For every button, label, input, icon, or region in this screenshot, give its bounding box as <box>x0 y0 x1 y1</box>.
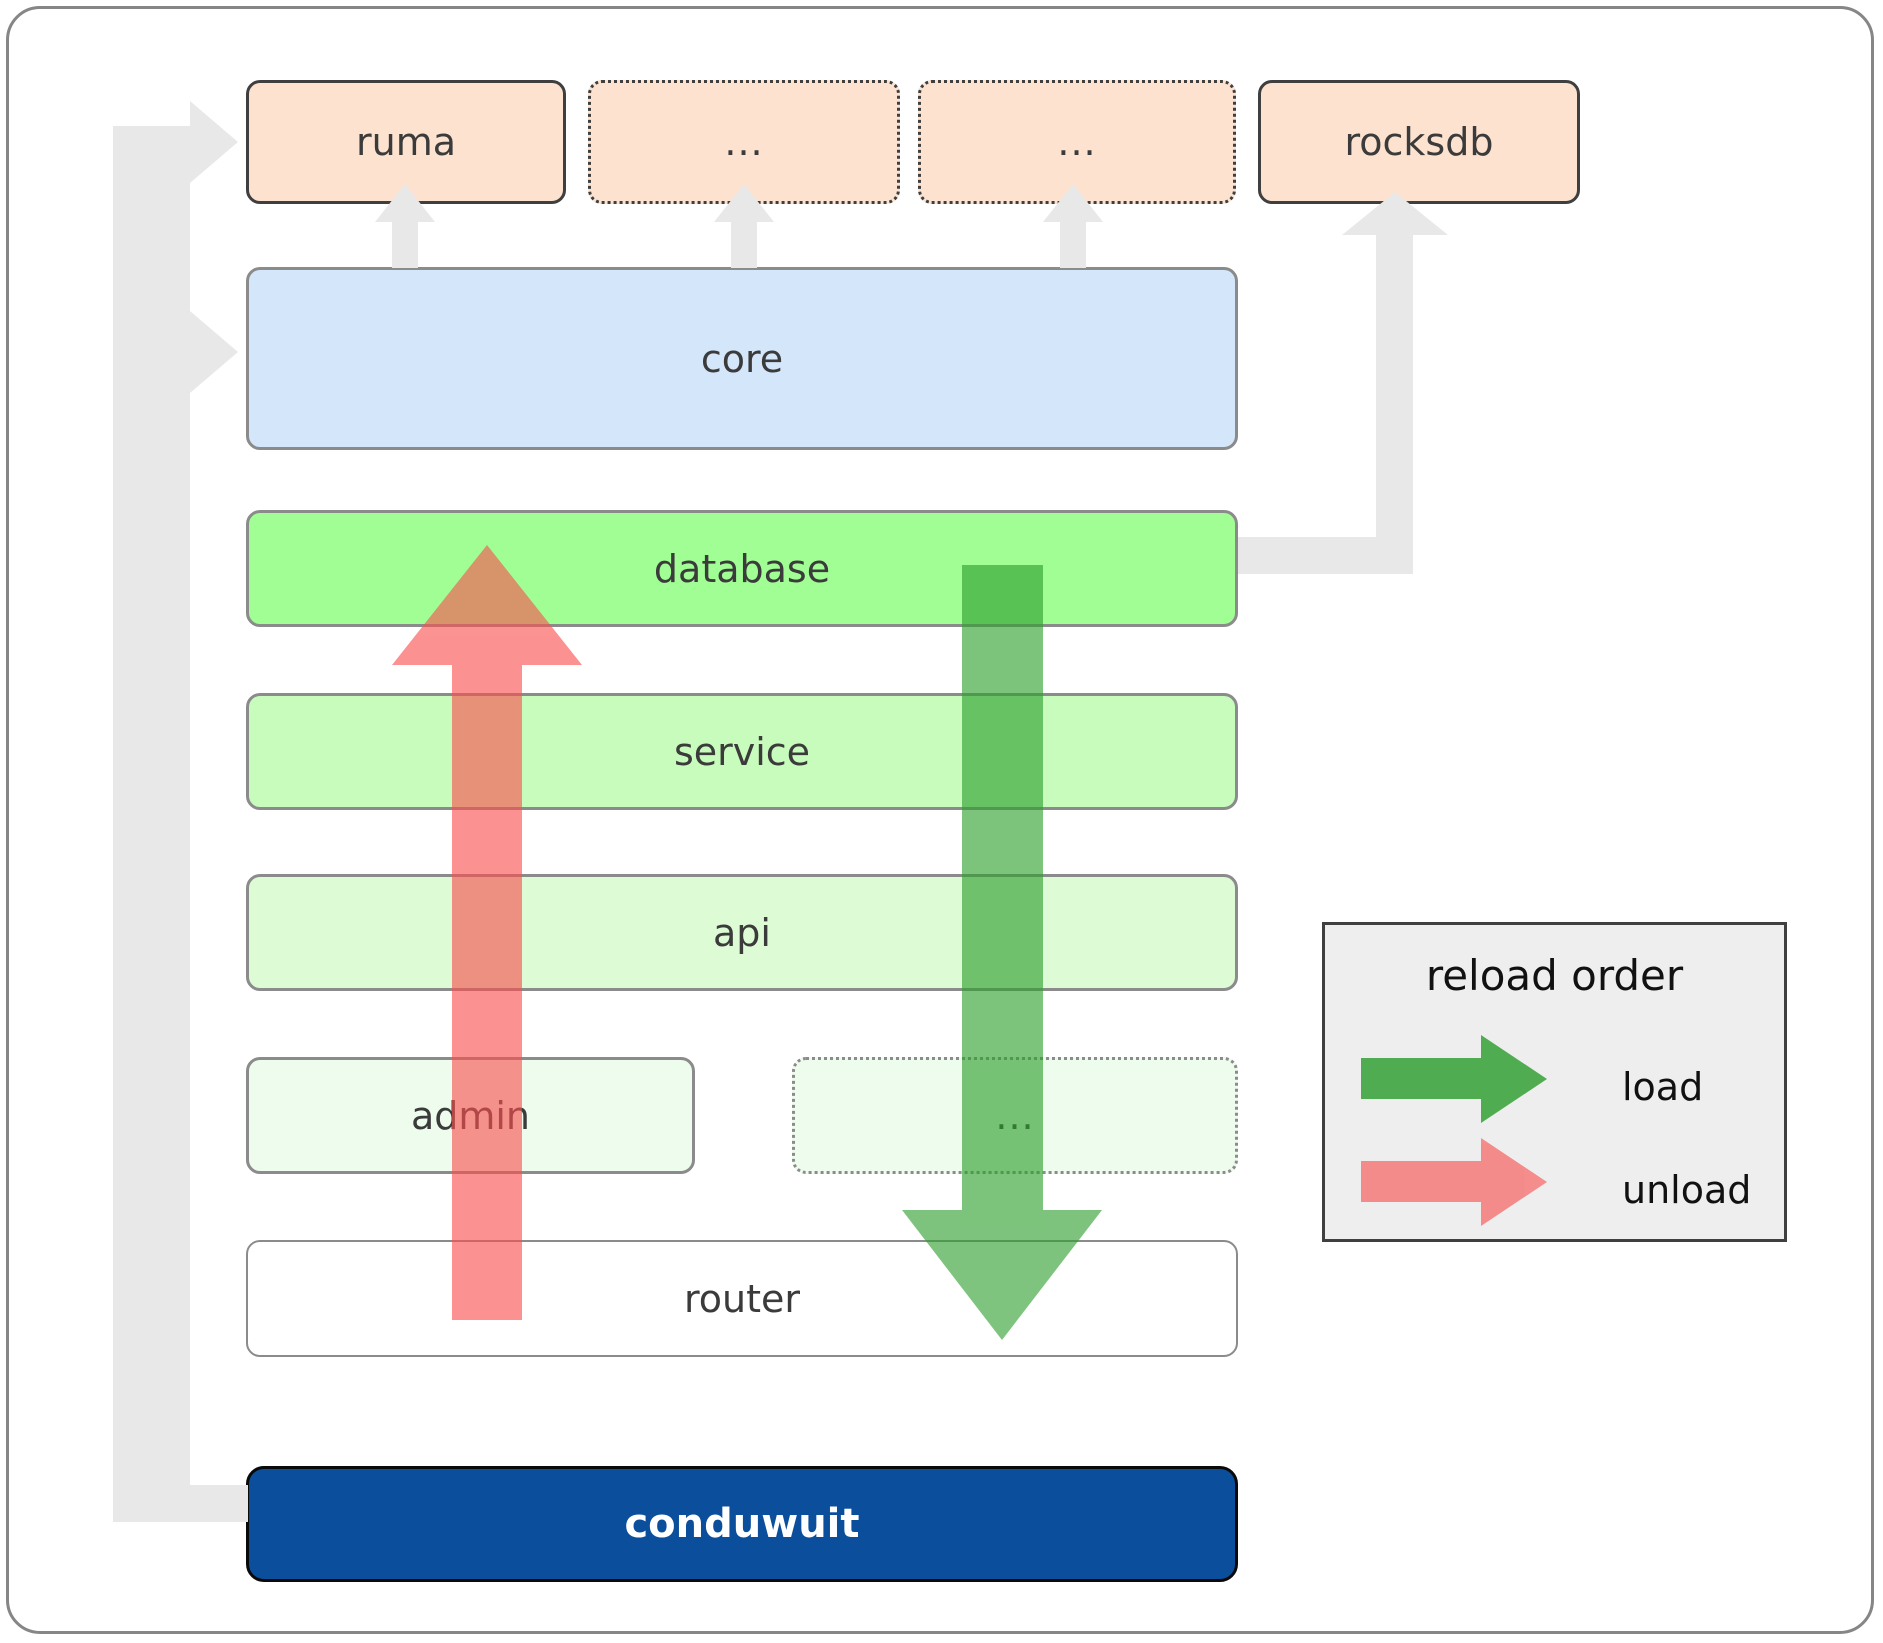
legend-load-arrow <box>1361 1035 1547 1123</box>
legend-panel: reload order load unload <box>1322 922 1787 1242</box>
crate-box-ext-b[interactable]: ... <box>918 80 1236 204</box>
layer-box-extra[interactable]: ... <box>792 1057 1238 1174</box>
legend-arrow-swatches <box>1361 1035 1547 1226</box>
legend-title: reload order <box>1425 951 1684 1000</box>
layer-label-admin: admin <box>410 1093 531 1138</box>
app-box-conduwuit[interactable]: conduwuit <box>246 1466 1238 1582</box>
layer-label-service: service <box>673 729 811 774</box>
layer-box-admin[interactable]: admin <box>246 1057 695 1174</box>
layer-label-extra: ... <box>995 1093 1035 1138</box>
legend-label-load: load <box>1622 1065 1704 1109</box>
layer-box-router[interactable]: router <box>246 1240 1238 1357</box>
crate-label-rocksdb: rocksdb <box>1344 120 1494 164</box>
legend-unload-arrow <box>1361 1138 1547 1226</box>
crate-box-rocksdb[interactable]: rocksdb <box>1258 80 1580 204</box>
layer-label-core: core <box>700 336 784 381</box>
crate-box-ruma[interactable]: ruma <box>246 80 566 204</box>
layer-box-database[interactable]: database <box>246 510 1238 627</box>
layer-label-database: database <box>653 546 831 591</box>
crate-label-ext-a: ... <box>724 120 764 164</box>
crate-label-ruma: ruma <box>355 120 456 164</box>
crate-box-ext-a[interactable]: ... <box>588 80 900 204</box>
layer-label-api: api <box>713 910 771 955</box>
crate-label-ext-b: ... <box>1057 120 1097 164</box>
layer-box-service[interactable]: service <box>246 693 1238 810</box>
layer-label-router: router <box>683 1276 801 1321</box>
layer-box-core[interactable]: core <box>246 267 1238 450</box>
app-label-conduwuit: conduwuit <box>624 1501 860 1547</box>
layer-box-api[interactable]: api <box>246 874 1238 991</box>
legend-label-unload: unload <box>1622 1168 1752 1212</box>
diagram-frame <box>6 6 1874 1634</box>
